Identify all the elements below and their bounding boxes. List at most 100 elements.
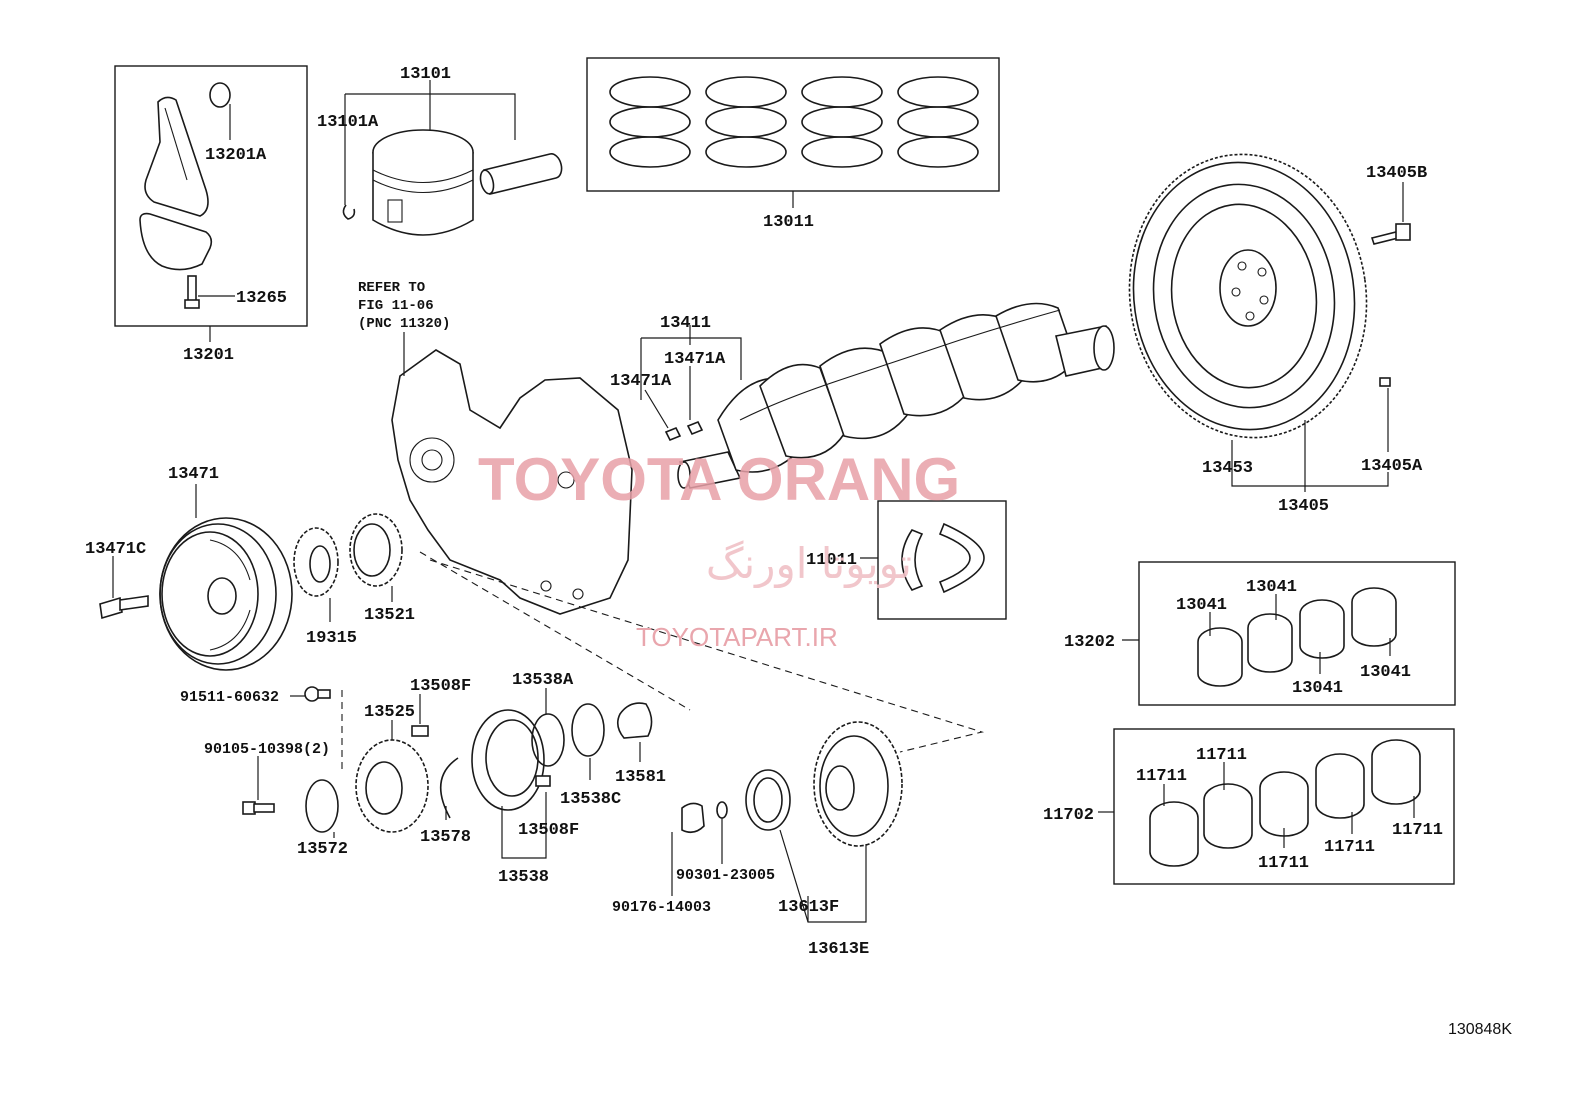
key-13508F-drawing bbox=[411, 725, 429, 737]
oil-seal-drawing bbox=[745, 769, 791, 831]
piston-group: 13101 13101A bbox=[317, 65, 563, 236]
label-13405B: 13405B bbox=[1366, 164, 1427, 183]
pulley-bolt-drawing bbox=[99, 595, 149, 620]
label-13405A: 13405A bbox=[1361, 457, 1423, 476]
label-13471: 13471 bbox=[168, 465, 219, 484]
plug-90176-drawing bbox=[681, 802, 705, 834]
piston-pin-drawing bbox=[479, 153, 563, 195]
label-13101A: 13101A bbox=[317, 113, 379, 132]
label-13041-c: 13041 bbox=[1292, 679, 1343, 698]
main-bearing-group: 11702 11711 11711 11711 11711 11711 bbox=[1043, 728, 1455, 885]
timing-gear-group: 19315 13521 bbox=[293, 513, 415, 648]
bolt-90105-drawing bbox=[242, 801, 275, 815]
figure-id: 130848K bbox=[1448, 1021, 1512, 1038]
label-13538C: 13538C bbox=[560, 790, 621, 809]
balance-shaft-gear-group: 90301-23005 90176-14003 13613F 13613E bbox=[612, 721, 903, 959]
label-13471A-lower: 13471A bbox=[610, 372, 672, 391]
bolt-91511-drawing bbox=[304, 686, 331, 702]
label-13405: 13405 bbox=[1278, 497, 1329, 516]
watermark-site: TOYOTAPART.IR bbox=[636, 622, 838, 652]
connecting-rod-drawing bbox=[139, 82, 231, 271]
thrust-washer-group: 11011 bbox=[806, 500, 1007, 620]
label-11011: 11011 bbox=[806, 551, 857, 570]
label-13011: 13011 bbox=[763, 213, 814, 232]
label-11711-b: 11711 bbox=[1196, 746, 1247, 765]
label-13471A-upper: 13471A bbox=[664, 350, 726, 369]
ring-stack-2 bbox=[705, 76, 787, 168]
label-13041-d: 13041 bbox=[1360, 663, 1411, 682]
flywheel-group: 13405B 13405A 13453 13405 bbox=[1128, 153, 1427, 516]
label-13453: 13453 bbox=[1202, 459, 1253, 478]
timing-cover-drawing bbox=[391, 349, 633, 615]
watermark-brand-fa: تویوتا اورنگ bbox=[706, 539, 912, 588]
label-90301-23005: 90301-23005 bbox=[676, 867, 775, 884]
label-11702: 11702 bbox=[1043, 806, 1094, 825]
main-bearing-shells bbox=[1149, 739, 1421, 867]
washer-13572-drawing bbox=[305, 779, 339, 833]
label-90105-10398: 90105-10398(2) bbox=[204, 741, 330, 758]
label-11711-c: 11711 bbox=[1258, 854, 1309, 873]
label-13572: 13572 bbox=[297, 840, 348, 859]
label-13471C: 13471C bbox=[85, 540, 146, 559]
rod-bearing-box bbox=[1138, 561, 1456, 706]
piston-drawing bbox=[372, 129, 474, 236]
piston-ring-box bbox=[586, 57, 1000, 192]
ring-stack-4 bbox=[897, 76, 979, 168]
dowel-pin-drawing bbox=[1379, 377, 1391, 387]
rod-bearing-shells bbox=[1197, 587, 1397, 687]
label-13538: 13538 bbox=[498, 868, 549, 887]
label-13613F: 13613F bbox=[778, 898, 839, 917]
label-13521: 13521 bbox=[364, 606, 415, 625]
label-13508F-upper: 13508F bbox=[410, 677, 471, 696]
flywheel-ring-gear bbox=[1128, 153, 1368, 439]
balance-shaft-plate-drawing bbox=[471, 709, 545, 811]
crank-key-drawing bbox=[664, 420, 704, 442]
label-19315: 19315 bbox=[306, 629, 357, 648]
ring-13538A-drawing bbox=[531, 713, 565, 767]
refer-note-line-2: FIG 11-06 bbox=[358, 298, 434, 314]
label-13578: 13578 bbox=[420, 828, 471, 847]
label-13411: 13411 bbox=[660, 314, 711, 333]
snap-ring-drawing bbox=[342, 204, 356, 220]
label-13201A: 13201A bbox=[205, 146, 267, 165]
snap-ring-13578-drawing bbox=[439, 757, 459, 819]
label-13101: 13101 bbox=[400, 65, 451, 84]
label-13201: 13201 bbox=[183, 346, 234, 365]
label-11711-e: 11711 bbox=[1392, 821, 1443, 840]
ring-stack-3 bbox=[801, 76, 883, 168]
key-13508F-lower-drawing bbox=[535, 775, 551, 787]
crankshaft-drawing bbox=[677, 302, 1115, 489]
label-13265: 13265 bbox=[236, 289, 287, 308]
refer-note-line-1: REFER TO bbox=[358, 280, 425, 296]
label-13202: 13202 bbox=[1064, 633, 1115, 652]
main-bearing-box bbox=[1113, 728, 1455, 885]
watermark-brand-en: TOYOTA ORANG bbox=[478, 446, 960, 513]
ring-stack-1 bbox=[609, 76, 691, 168]
refer-note-line-3: (PNC 11320) bbox=[358, 316, 450, 332]
label-11711-d: 11711 bbox=[1324, 838, 1375, 857]
rod-bearing-group: 13202 13041 13041 13041 13041 bbox=[1064, 561, 1456, 706]
label-13508F-lower: 13508F bbox=[518, 821, 579, 840]
timing-cover-group: REFER TO FIG 11-06 (PNC 11320) bbox=[358, 280, 633, 615]
gasket-90301-drawing bbox=[716, 801, 728, 819]
label-90176-14003: 90176-14003 bbox=[612, 899, 711, 916]
flywheel-bolt-drawing bbox=[1370, 223, 1411, 245]
crank-pulley-group: 13471 13471C bbox=[85, 465, 293, 671]
piston-ring-set-group: 13011 bbox=[586, 57, 1000, 232]
cap-13581-drawing bbox=[616, 702, 653, 739]
label-13581: 13581 bbox=[615, 768, 666, 787]
crankshaft-group: 13411 13471A 13471A bbox=[610, 302, 1115, 489]
watermark: TOYOTA ORANG تویوتا اورنگ TOYOTAPART.IR bbox=[478, 446, 960, 652]
thrust-washer-box bbox=[877, 500, 1007, 620]
label-13041-b: 13041 bbox=[1246, 578, 1297, 597]
connecting-rod-box bbox=[114, 65, 308, 327]
label-91511-60632: 91511-60632 bbox=[180, 689, 279, 706]
ring-13538C-drawing bbox=[571, 703, 605, 757]
label-11711-a: 11711 bbox=[1136, 767, 1187, 786]
label-13613E: 13613E bbox=[808, 940, 869, 959]
label-13041-a: 13041 bbox=[1176, 596, 1227, 615]
label-13538A: 13538A bbox=[512, 671, 574, 690]
flywheel-hub bbox=[1219, 249, 1277, 327]
label-13525: 13525 bbox=[364, 703, 415, 722]
